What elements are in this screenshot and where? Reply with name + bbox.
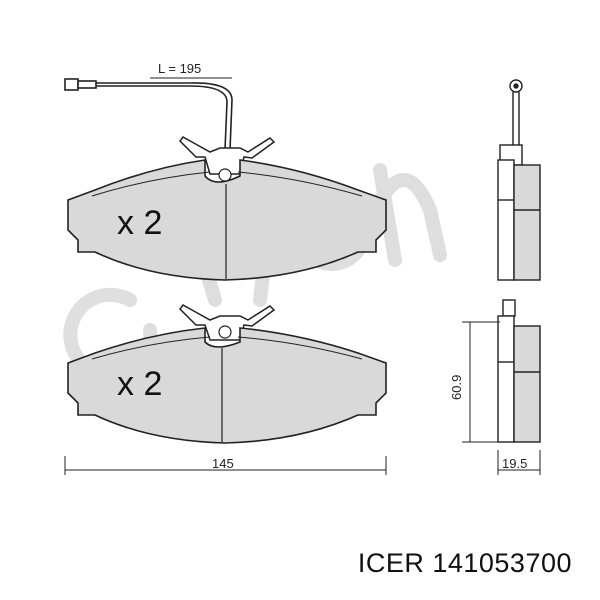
- backing-plate-bottom: [67, 327, 387, 444]
- spring-clip-bottom: [179, 304, 276, 341]
- brake-pad-bottom: x 2: [67, 304, 387, 444]
- pad-bottom-quantity: x 2: [117, 365, 162, 403]
- thickness-label: 19.5: [502, 456, 527, 471]
- side-view-top: [497, 79, 541, 281]
- part-number-caption: ICER 141053700: [357, 548, 572, 578]
- side-view-bottom: [497, 299, 541, 443]
- sensor-length-label: L = 195: [158, 61, 201, 76]
- spring-clip-top: [179, 136, 276, 175]
- height-dimension: [462, 321, 500, 443]
- width-label: 145: [212, 456, 234, 471]
- sensor-plug-sleeve: [77, 80, 97, 89]
- thickness-dimension: [497, 450, 541, 475]
- backing-plate-top: [67, 159, 387, 281]
- sensor-plug: [64, 78, 79, 91]
- width-dimension: [64, 456, 387, 475]
- wear-sensor-wire: [64, 78, 233, 151]
- brake-pad-top: x 2: [67, 136, 387, 281]
- height-label: 60.9: [449, 375, 464, 400]
- pad-top-quantity: x 2: [117, 204, 162, 242]
